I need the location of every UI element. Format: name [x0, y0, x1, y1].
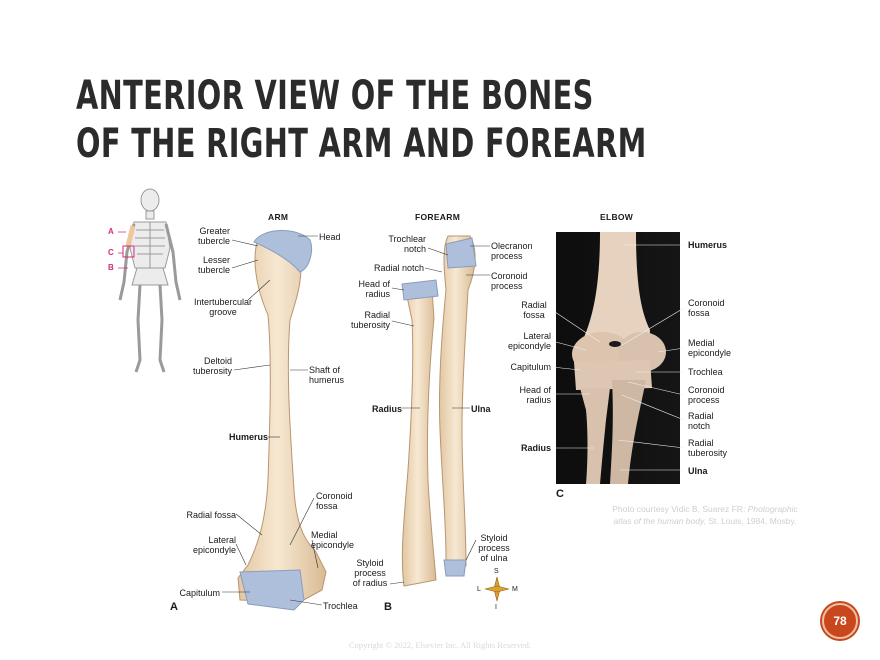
label-elbow-radius: Radius [520, 443, 551, 453]
label-deltoid-tuberosity: Deltoid tuberosity [192, 356, 232, 376]
photo-credit: Photo courtesy Vidic B, Suarez FR: Photo… [580, 503, 830, 527]
label-lateral-epicondyle: Lateral epicondyle [192, 535, 236, 555]
label-trochlea: Trochlea [323, 601, 358, 611]
panel-letter-b: B [384, 601, 392, 613]
label-capitulum: Capitulum [179, 588, 220, 598]
label-elbow-medial-epicondyle: Medial epicondyle [688, 338, 732, 358]
compass-i: I [495, 604, 497, 611]
elbow-leader-lines [551, 244, 685, 471]
skeleton-letter-c: C [108, 248, 114, 257]
orientation-compass [484, 576, 510, 602]
title-line-1: ANTERIOR VIEW OF THE BONES [76, 73, 594, 119]
panel-letter-a: A [170, 601, 178, 613]
skeleton-leader-lines [118, 231, 128, 269]
copyright-footer: Copyright © 2022, Elsevier Inc. All Righ… [348, 640, 532, 650]
panel-title-forearm: FOREARM [415, 212, 461, 222]
label-intertubercular-groove: Intertubercular groove [193, 297, 253, 317]
label-trochlear-notch: Trochlear notch [388, 234, 426, 254]
elbow-highlight-box [122, 245, 135, 258]
label-elbow-coronoid-fossa: Coronoid fossa [688, 298, 725, 318]
label-radial-fossa: Radial fossa [186, 510, 236, 520]
label-head: Head [319, 232, 341, 242]
label-lesser-tubercle: Lesser tubercle [197, 255, 230, 275]
title-line-2: OF THE RIGHT ARM AND FOREARM [76, 121, 647, 167]
forearm-bones [401, 235, 477, 587]
compass-s: S [494, 568, 499, 575]
label-medial-epicondyle: Medial epicondyle [311, 530, 355, 550]
label-greater-tubercle: Greater tubercle [197, 226, 230, 246]
compass-l: L [477, 586, 481, 593]
highlighted-humerus [125, 225, 136, 247]
label-radial-tuberosity: Radial tuberosity [350, 310, 390, 330]
label-elbow-radial-notch: Radial notch [688, 411, 714, 431]
label-elbow-radial-fossa: Radial fossa [521, 300, 547, 320]
label-coronoid-process: Coronoid process [491, 271, 528, 291]
skeleton-letter-a: A [108, 227, 114, 236]
label-olecranon-process: Olecranon process [491, 241, 533, 261]
panel-title-arm: ARM [268, 212, 289, 222]
label-elbow-trochlea: Trochlea [688, 367, 723, 377]
label-elbow-ulna: Ulna [688, 466, 708, 476]
label-elbow-radial-tuberosity: Radial tuberosity [688, 438, 728, 458]
label-elbow-capitulum: Capitulum [510, 362, 551, 372]
elbow-photograph [556, 232, 680, 484]
credit-text-2: St. Louis, 1984, Mosby. [705, 516, 797, 526]
label-styloid-process-of-radius: Styloid process of radius [352, 558, 388, 588]
skeleton-letter-b: B [108, 263, 114, 272]
label-radial-notch: Radial notch [373, 263, 424, 273]
label-ulna: Ulna [471, 404, 491, 414]
label-elbow-coronoid-process: Coronoid process [688, 385, 725, 405]
label-styloid-process-of-ulna: Styloid process of ulna [478, 533, 510, 563]
credit-italic-2: atlas of the human body, [613, 516, 706, 526]
label-elbow-lateral-epicondyle: Lateral epicondyle [507, 331, 551, 351]
panel-letter-c: C [556, 488, 564, 500]
credit-italic-1: Photographic [747, 504, 798, 514]
label-elbow-humerus: Humerus [688, 240, 728, 250]
label-humerus: Humerus [228, 432, 268, 442]
arm-leader-lines [222, 235, 323, 606]
label-radius: Radius [371, 404, 402, 414]
label-head-of-radius: Head of radius [358, 279, 390, 299]
label-elbow-head-of-radius: Head of radius [519, 385, 551, 405]
page-number: 78 [833, 614, 847, 628]
label-coronoid-fossa: Coronoid fossa [316, 491, 353, 511]
humerus-bone [237, 229, 327, 611]
compass-m: M [512, 586, 518, 593]
credit-text-1: Photo courtesy Vidic B, Suarez FR: [612, 504, 748, 514]
forearm-leader-lines [389, 245, 490, 585]
slide-title: ANTERIOR VIEW OF THE BONES OF THE RIGHT … [76, 72, 647, 168]
page-number-badge: 78 [822, 603, 858, 639]
label-shaft-of-humerus: Shaft of humerus [309, 365, 345, 385]
skeleton-thumbnail [118, 188, 182, 373]
panel-title-elbow: ELBOW [600, 212, 634, 222]
